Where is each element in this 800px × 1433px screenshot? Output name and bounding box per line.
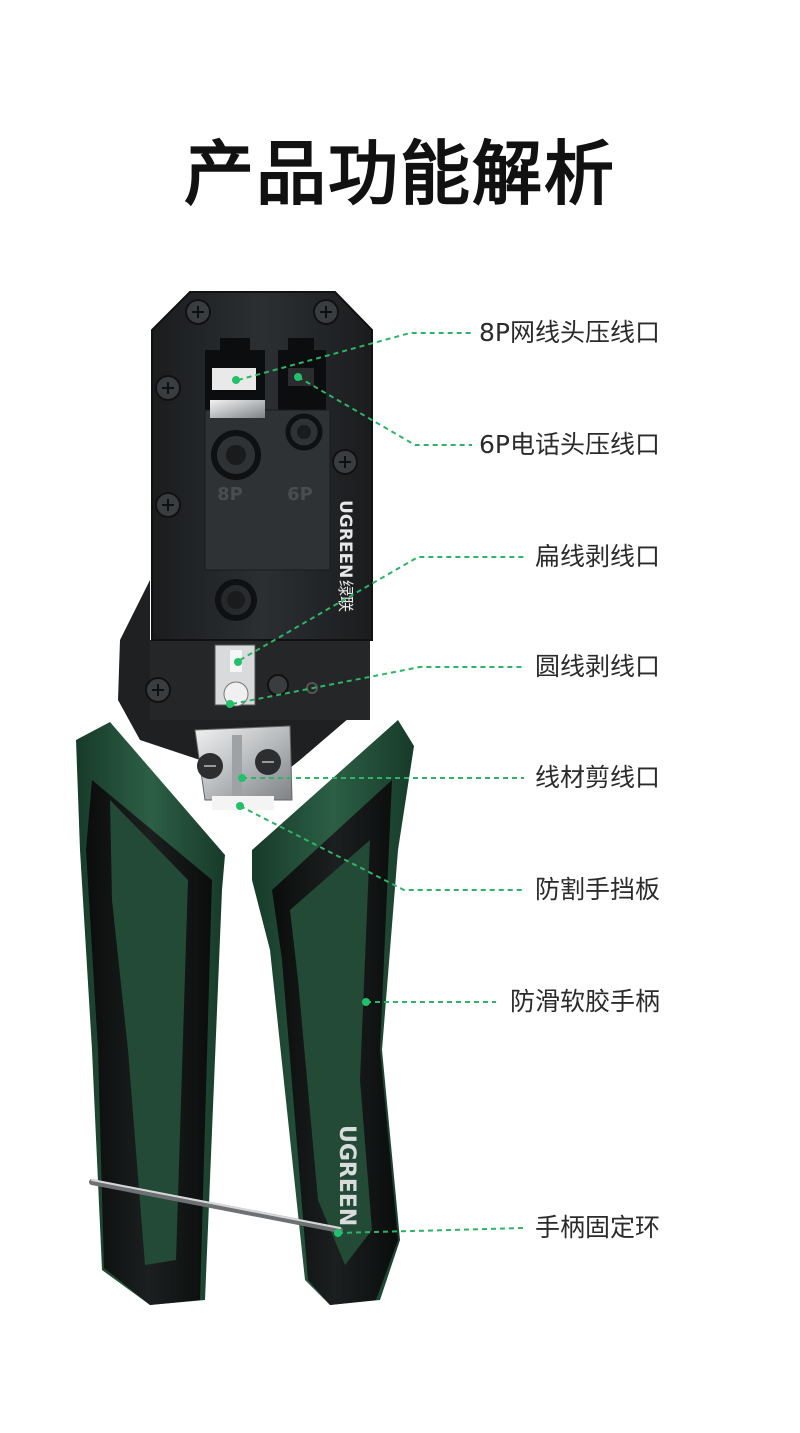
leader-guard	[239, 805, 524, 891]
callout-cutter: 线材剪线口	[534, 763, 660, 792]
callout-lock-ring: 手柄固定环	[534, 1213, 660, 1242]
dot-guard	[236, 802, 244, 810]
leader-6p-port	[297, 376, 472, 446]
callout-guard: 防割手挡板	[534, 875, 660, 904]
dot-6p-port	[294, 373, 302, 381]
leader-lock-ring	[337, 1227, 525, 1234]
cutter-block	[194, 725, 293, 810]
die-label-8p: 8P	[217, 484, 243, 505]
die-label-6p: 6P	[287, 484, 313, 505]
handle-brand-text: UGREEN	[334, 1125, 359, 1226]
dot-8p-port	[232, 376, 240, 384]
dot-round-strip	[226, 700, 234, 708]
right-handle: UGREEN	[252, 720, 414, 1305]
leader-8p-port	[237, 332, 472, 381]
left-handle	[76, 722, 225, 1305]
page-title: 产品功能解析	[184, 133, 616, 215]
callout-leaders	[231, 332, 525, 1234]
callout-grip: 防滑软胶手柄	[509, 987, 660, 1016]
lock-ring	[89, 1179, 343, 1233]
head-brand-cn: 绿联	[336, 580, 355, 612]
dot-cutter	[238, 774, 246, 782]
dot-grip	[362, 998, 370, 1006]
callout-8p-port: 8P网线头压线口	[479, 318, 660, 347]
dot-lock-ring	[334, 1229, 342, 1237]
head-brand-text: UGREEN	[335, 500, 355, 578]
dot-flat-strip	[234, 658, 242, 666]
callout-6p-port: 6P电话头压线口	[479, 430, 660, 459]
callout-dots	[226, 373, 370, 1237]
callout-round-strip: 圆线剥线口	[534, 652, 660, 681]
leader-round-strip	[231, 666, 524, 705]
callout-flat-strip: 扁线剥线口	[534, 542, 660, 571]
